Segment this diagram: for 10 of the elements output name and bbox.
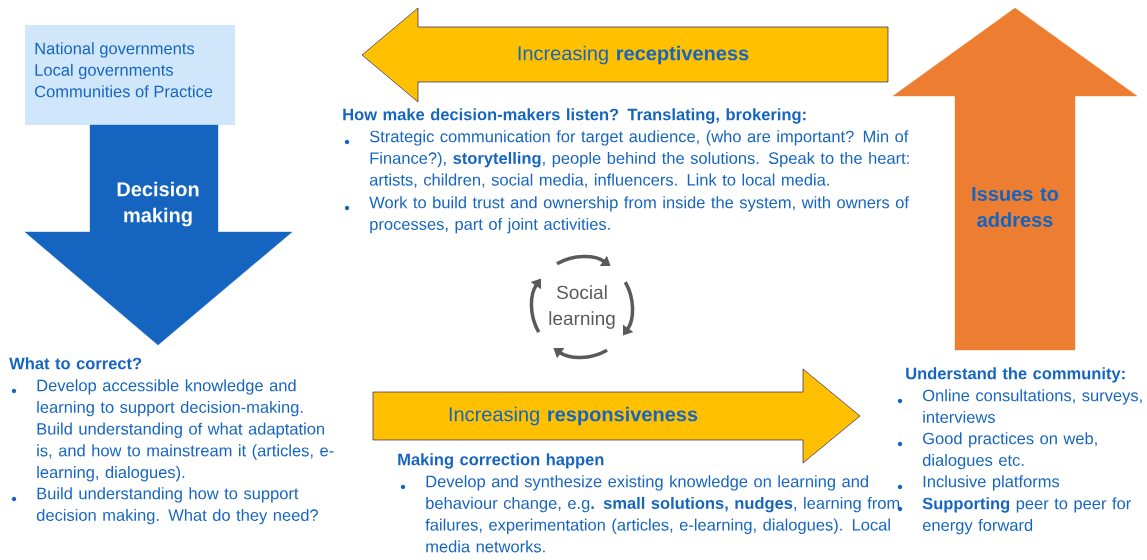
heading: Understand the community: (906, 367, 1125, 383)
bullet-text: Online consultations, surveys, interviews (923, 389, 1142, 423)
bullet-text: Build understanding how to support decision making. What do they need? (36, 487, 319, 525)
bullet-text: Supporting peer to peer for energy forward (922, 497, 1131, 535)
cycle-diagram: Social learning (529, 254, 635, 360)
node-label: Social learning (549, 285, 615, 329)
bullet-text: Inclusive platforms (923, 475, 1060, 491)
info-box: National governments Local governments Communities of Practice (25, 25, 235, 125)
bullet-text: Develop accessible knowledge and learning to support decision-making. Build understanding of what adaptation is, and how to mainstream it (articles, e-learning, dialogues). (37, 379, 334, 482)
bullet-text: Good practices on web, dialogues etc. (922, 432, 1097, 470)
